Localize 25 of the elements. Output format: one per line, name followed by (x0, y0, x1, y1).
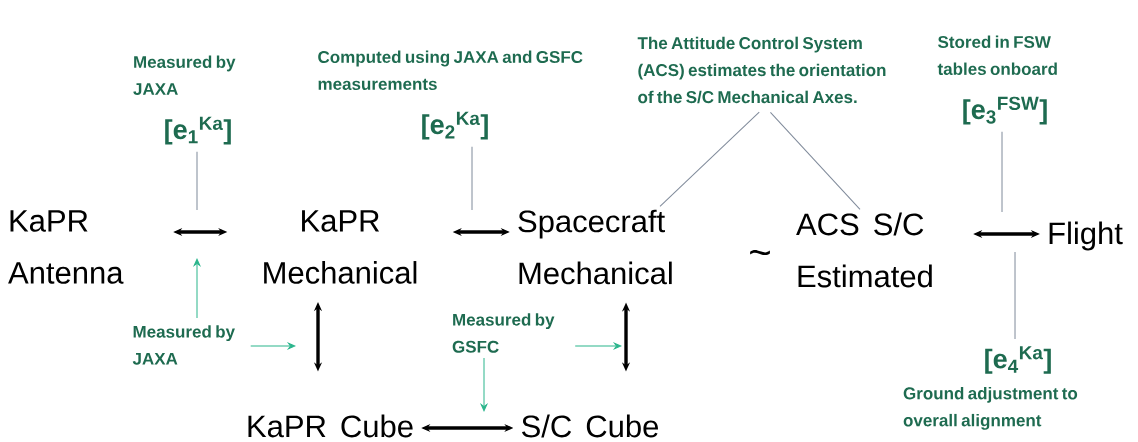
block-label: KaPR Antenna (8, 210, 124, 284)
leader-line (769, 111, 861, 210)
annotation-text: Computed using JAXA and GSFC measurements [e$_{2}$$^{Ka}$] (318, 50, 583, 140)
pointer-arrow (480, 357, 488, 412)
pointer-arrow (250, 342, 296, 350)
leader-line (1001, 131, 1003, 213)
leader-line (1014, 251, 1016, 340)
annotation-text: [e$_{4}$$^{Ka}$] Ground adjustment to overall alignment (903, 346, 1078, 430)
annotation-text: Measured by GSFC (452, 313, 555, 353)
annotation-text: Measured by JAXA [e$_{1}$$^{Ka}$] (133, 55, 236, 145)
pointer-arrow (574, 342, 622, 350)
block-label: KaPR Mechanical (264, 210, 417, 284)
block-label: KaPR Cube (248, 414, 413, 438)
block-label: Flight (1049, 221, 1123, 251)
block-label: S/C Cube (522, 414, 658, 438)
leader-line (196, 151, 198, 211)
annotation-text: Stored in FSW tables onboard [e$_{3}$$^{FSW}$] (937, 35, 1057, 125)
leader-line (471, 146, 473, 211)
block-label: ACS S/C Estimated (796, 212, 932, 288)
pointer-arrow (193, 258, 201, 319)
leader-line (659, 111, 760, 207)
annotation-text: The Attitude Control System (ACS) estimates the orientation of the S/C Mechanical Axes. (637, 36, 886, 104)
block-label: Spacecraft Mechanical (518, 209, 672, 285)
annotation-text: Measured by JAXA (132, 325, 235, 365)
tilde-symbol: ~ (750, 250, 770, 256)
